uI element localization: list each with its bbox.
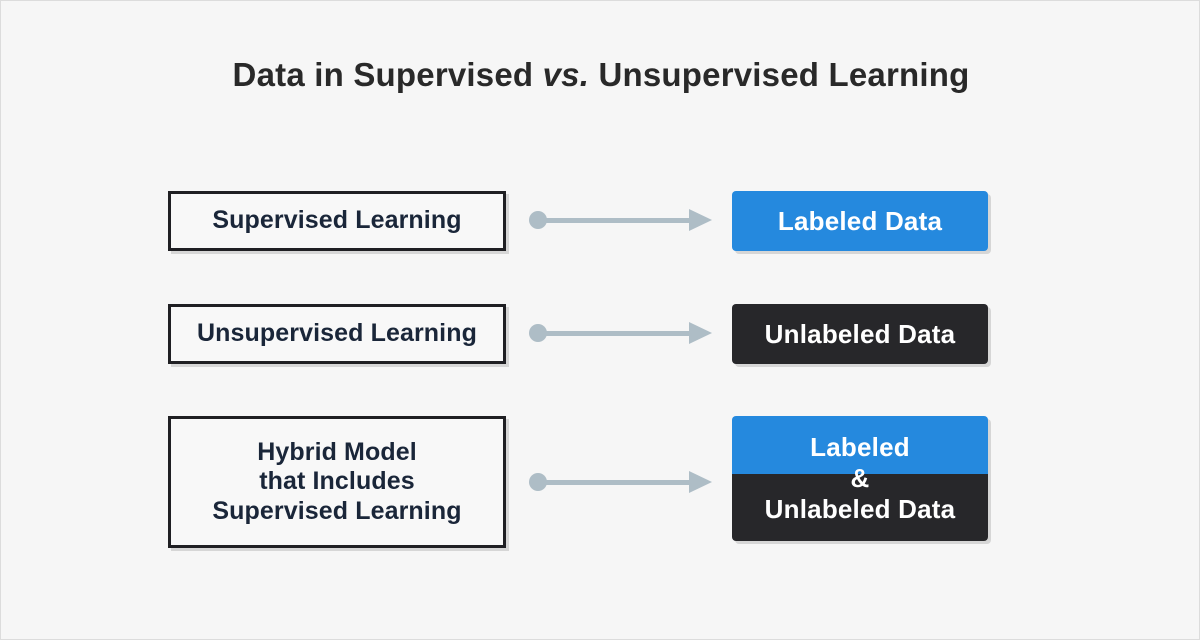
arrow-start-dot-icon	[529, 473, 547, 491]
arrow-shaft-icon	[543, 479, 695, 485]
arrow-head-icon	[689, 209, 712, 231]
title-part-2: Unsupervised Learning	[589, 56, 970, 93]
left-box-unsupervised-learning[interactable]: Unsupervised Learning	[168, 304, 506, 364]
left-box-line: that Includes	[259, 467, 415, 496]
arrow-head-icon	[689, 322, 712, 344]
right-box-label: Labeled Data	[777, 205, 943, 236]
page-title: Data in Supervised vs. Unsupervised Lear…	[1, 56, 1200, 94]
arrow-shaft-icon	[543, 217, 695, 223]
left-box-line: Hybrid Model	[257, 438, 417, 467]
left-box-label: Hybrid Model that Includes Supervised Le…	[212, 438, 461, 526]
right-box-line-ampersand: &	[850, 463, 870, 494]
left-box-supervised-learning[interactable]: Supervised Learning	[168, 191, 506, 251]
left-box-hybrid-model[interactable]: Hybrid Model that Includes Supervised Le…	[168, 416, 506, 548]
arrow-connector-row-2	[529, 321, 715, 345]
right-box-unlabeled-data[interactable]: Unlabeled Data	[732, 304, 988, 364]
title-part-1: Data in Supervised	[232, 56, 543, 93]
left-box-label: Supervised Learning	[212, 206, 461, 235]
right-box-line-unlabeled: Unlabeled Data	[764, 493, 956, 524]
arrow-start-dot-icon	[529, 211, 547, 229]
right-box-line-labeled: Labeled	[810, 432, 910, 463]
right-box-half-blue	[732, 416, 988, 474]
arrow-start-dot-icon	[529, 324, 547, 342]
right-box-half-dark	[732, 474, 988, 541]
right-box-labeled-data[interactable]: Labeled Data	[732, 191, 988, 251]
arrow-shaft-icon	[543, 330, 695, 336]
right-box-labeled-and-unlabeled-data[interactable]: Labeled & Unlabeled Data	[732, 416, 988, 541]
left-box-line: Supervised Learning	[212, 206, 462, 235]
left-box-label: Unsupervised Learning	[197, 319, 477, 348]
left-box-line: Unsupervised Learning	[197, 319, 477, 348]
title-vs: vs.	[542, 56, 590, 93]
left-box-line: Supervised Learning	[212, 496, 462, 525]
arrow-connector-row-3	[529, 470, 715, 494]
right-box-label: Unlabeled Data	[764, 318, 956, 349]
arrow-head-icon	[689, 471, 712, 493]
arrow-connector-row-1	[529, 208, 715, 232]
right-box-label: Labeled & Unlabeled Data	[732, 416, 988, 541]
